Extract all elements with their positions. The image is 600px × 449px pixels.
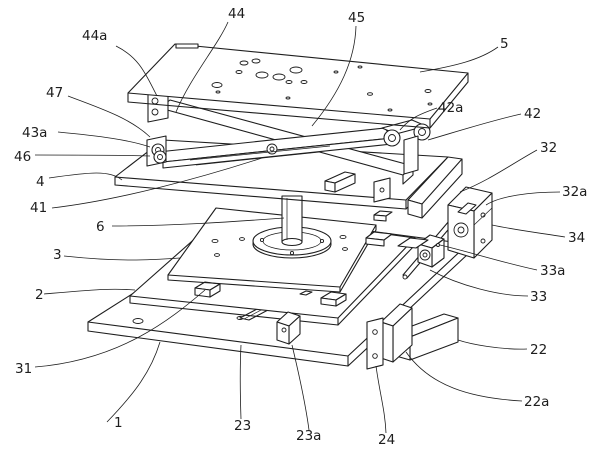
label-32a: 32a: [562, 184, 587, 200]
support-column: [252, 195, 332, 259]
label-45: 45: [348, 10, 365, 26]
label-2: 2: [35, 287, 44, 303]
label-6: 6: [96, 219, 105, 235]
drive-bracket: [447, 186, 493, 259]
nut-block: [417, 234, 445, 268]
label-31: 31: [15, 361, 32, 377]
label-43a: 43a: [22, 125, 47, 141]
top-plate: [127, 43, 469, 129]
label-32: 32: [540, 140, 557, 156]
label-23: 23: [234, 418, 251, 434]
label-22a: 22a: [524, 394, 549, 410]
label-5: 5: [500, 36, 509, 52]
side-frame: [407, 156, 463, 219]
right-sliders: [365, 210, 429, 249]
hinge-block: [324, 171, 356, 193]
left-hinge: [146, 87, 169, 167]
label-24: 24: [378, 432, 395, 448]
label-41: 41: [30, 200, 47, 216]
label-42a: 42a: [438, 100, 463, 116]
label-4: 4: [36, 174, 45, 190]
label-23a: 23a: [296, 428, 321, 444]
label-33a: 33a: [540, 263, 565, 279]
slider-23a: [276, 311, 301, 345]
label-22: 22: [530, 342, 547, 358]
label-42: 42: [524, 106, 541, 122]
label-46: 46: [14, 149, 31, 165]
label-47: 47: [46, 85, 63, 101]
reference-labels: 44a 44 45 5 47 42a 42 43a 46 32 4 32a 41…: [14, 6, 587, 448]
motor-assembly: [366, 303, 459, 370]
scissor-arms: [157, 99, 414, 185]
label-44: 44: [228, 6, 245, 22]
label-44a: 44a: [82, 28, 107, 44]
label-1: 1: [114, 415, 123, 431]
label-33: 33: [530, 289, 547, 305]
leader-lines: [34, 21, 566, 434]
label-34: 34: [568, 230, 585, 246]
label-3: 3: [53, 247, 62, 263]
